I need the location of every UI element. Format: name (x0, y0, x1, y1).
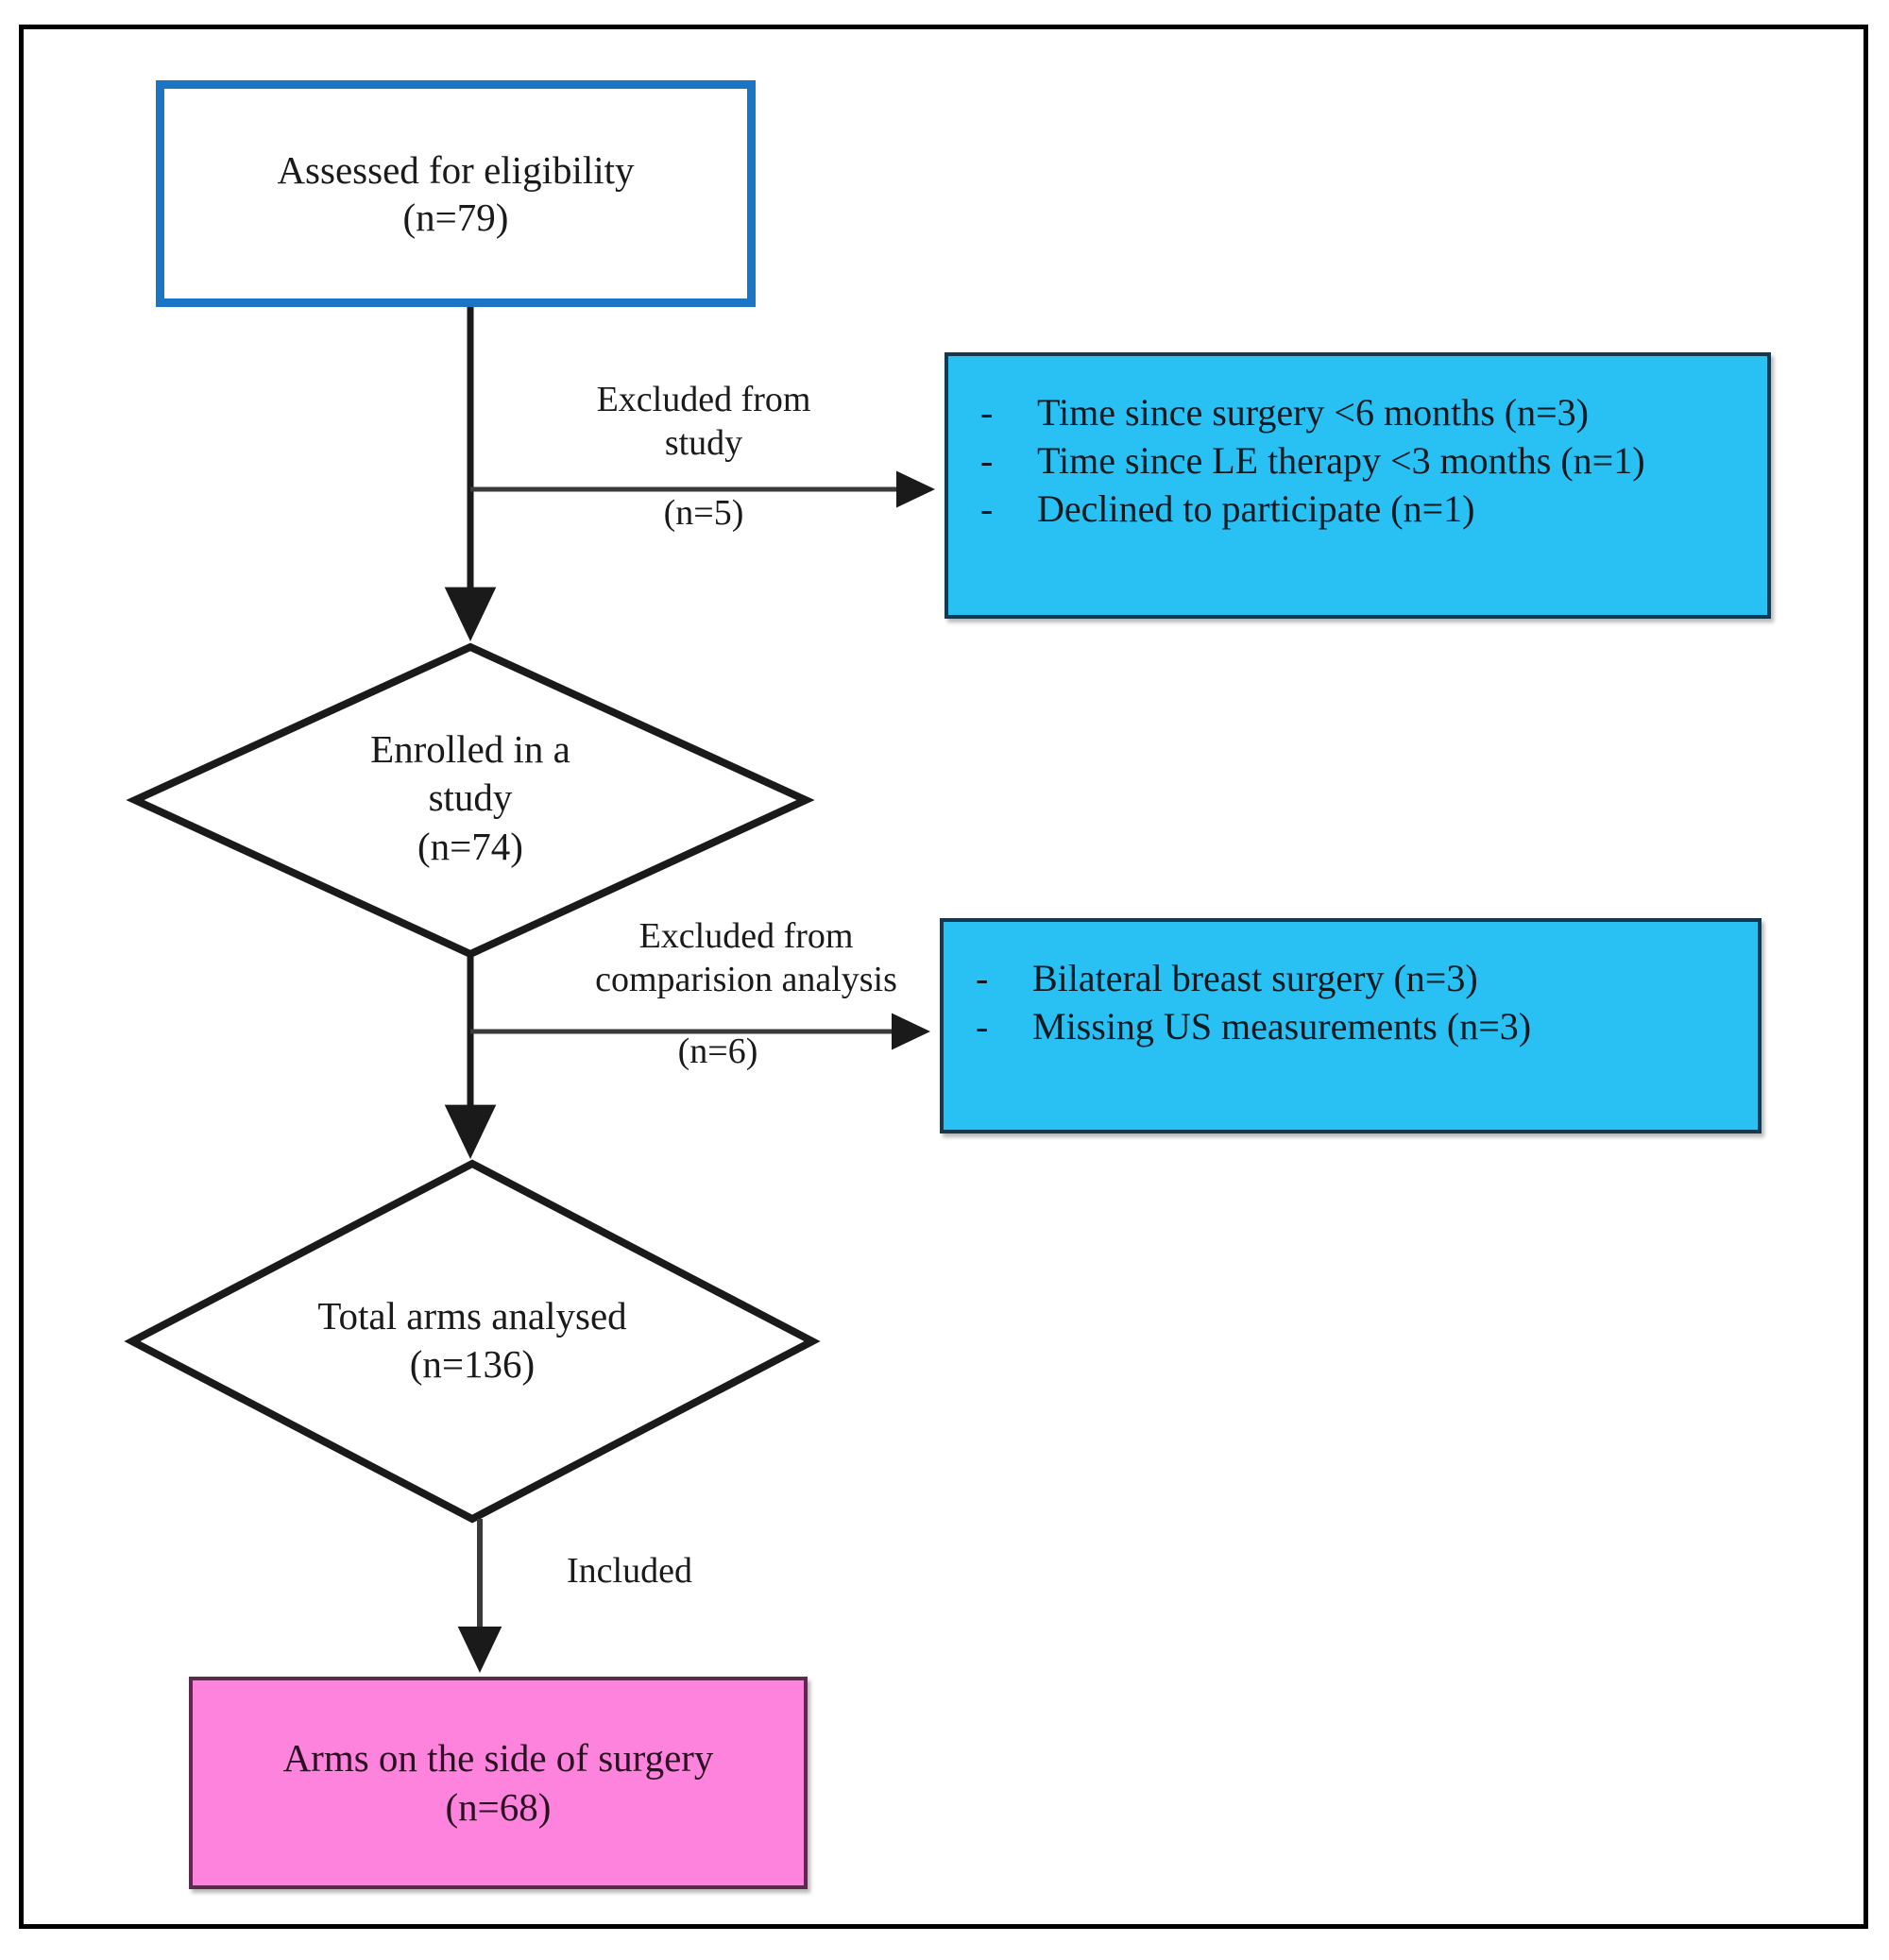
edge-label-excluded-2-line1: Excluded from (638, 916, 854, 956)
edge-label-excluded-1-count: (n=5) (663, 493, 744, 533)
node-enrolled-in-study: Enrolled in a study (n=74) (248, 725, 692, 871)
dash-bullet-icon: - (980, 391, 994, 434)
edge-label-excluded-2-count: (n=6) (677, 1031, 758, 1071)
exclusion-1-item-text: Declined to participate (n=1) (1037, 487, 1475, 531)
exclusion-1-item-text: Time since surgery <6 months (n=3) (1037, 391, 1589, 434)
edge-label-excluded-1-line1: Excluded from (596, 380, 811, 419)
node-included-count: (n=68) (445, 1784, 552, 1829)
edge-label-excluded-from-study: Excluded from study (524, 378, 883, 466)
node-analysed-line1: Total arms analysed (317, 1294, 627, 1338)
exclusion-box-study: - Time since surgery <6 months (n=3) - T… (944, 352, 1771, 619)
edge-label-included: Included (567, 1551, 692, 1591)
dash-bullet-icon: - (976, 1005, 989, 1048)
dash-bullet-icon: - (980, 487, 994, 531)
exclusion-2-item-text: Missing US measurements (n=3) (1032, 1005, 1532, 1048)
node-enrolled-line1: Enrolled in a (370, 727, 570, 771)
node-included-line1: Arms on the side of surgery (282, 1736, 714, 1781)
exclusion-1-item: - Declined to participate (n=1) (980, 485, 1767, 533)
exclusion-2-item: - Bilateral breast surgery (n=3) (976, 954, 1758, 1002)
node-assessed-for-eligibility: Assessed for eligibility (n=79) (156, 80, 756, 307)
exclusion-1-item-text: Time since LE therapy <3 months (n=1) (1037, 439, 1645, 483)
exclusion-1-item: - Time since surgery <6 months (n=3) (980, 388, 1767, 436)
node-assessed-line1: Assessed for eligibility (277, 147, 635, 192)
node-assessed-count: (n=79) (402, 196, 509, 239)
diamond-analysed-shape (124, 1159, 821, 1524)
dash-bullet-icon: - (980, 439, 994, 483)
exclusion-2-item: - Missing US measurements (n=3) (976, 1002, 1758, 1050)
exclusion-box-comparison: - Bilateral breast surgery (n=3) - Missi… (940, 918, 1761, 1133)
dash-bullet-icon: - (976, 957, 989, 999)
edge-label-excluded-2-line2: comparision analysis (595, 960, 897, 1000)
node-arms-side-of-surgery: Arms on the side of surgery (n=68) (189, 1677, 808, 1889)
node-analysed-count: (n=136) (409, 1342, 536, 1387)
exclusion-1-item: - Time since LE therapy <3 months (n=1) (980, 436, 1767, 485)
node-enrolled-line2: study (428, 775, 513, 820)
exclusion-2-item-text: Bilateral breast surgery (n=3) (1032, 957, 1478, 999)
node-total-arms-analysed: Total arms analysed (n=136) (250, 1292, 694, 1389)
node-enrolled-count: (n=74) (417, 824, 523, 868)
edge-label-excluded-1-line2: study (664, 423, 743, 464)
edge-label-excluded-from-comparison: Excluded from comparision analysis (548, 914, 944, 1002)
